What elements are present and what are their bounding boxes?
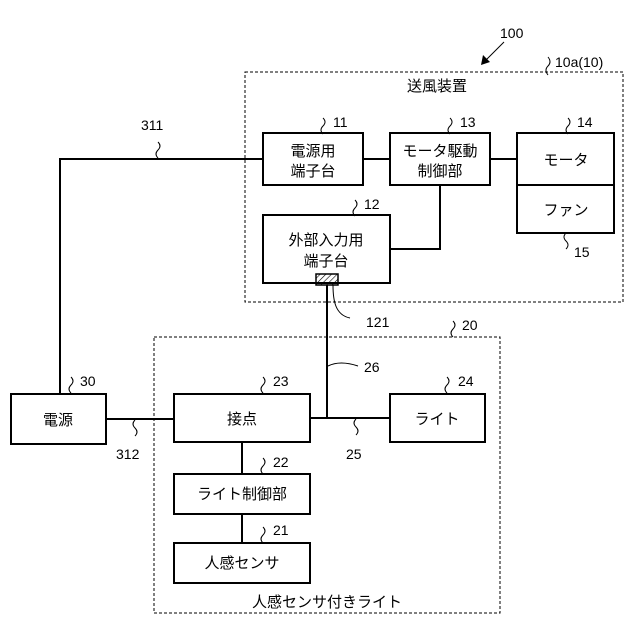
light-label: ライト: [414, 410, 459, 428]
motor-drive-label-2: 制御部: [417, 162, 462, 180]
ref-wire-312: 312: [116, 446, 140, 462]
motor-label: モータ: [543, 151, 588, 169]
external-input-label-2: 端子台: [303, 252, 348, 270]
system-arrow: [485, 42, 504, 61]
ref-contact: 23: [273, 373, 289, 389]
leader-contact: [261, 377, 265, 393]
leader-power-terminal: [321, 118, 325, 134]
external-input-terminal-block: [263, 215, 390, 283]
leader-fan: [564, 233, 568, 249]
leader-light: [445, 377, 449, 393]
ref-light: 24: [458, 373, 474, 389]
power-terminal-label-1: 電源用: [290, 142, 335, 160]
leader-sensor: [261, 527, 265, 543]
connector-121: [316, 274, 338, 285]
system-arrowhead: [481, 55, 490, 65]
leader-wire-312: [133, 420, 137, 436]
contact-label: 接点: [227, 410, 257, 428]
ref-power-supply: 30: [80, 373, 96, 389]
leader-ext-terminal: [353, 200, 357, 216]
ref-system: 100: [500, 25, 524, 41]
power-terminal-label-2: 端子台: [290, 162, 335, 180]
leader-motor: [566, 118, 570, 134]
ref-connector: 121: [366, 314, 390, 330]
light-controller-label: ライト制御部: [197, 485, 287, 503]
leader-light-controller: [261, 458, 265, 474]
ref-blower: 10a(10): [555, 54, 603, 70]
leader-wire-26: [328, 363, 358, 366]
leader-wire-311: [156, 142, 160, 158]
power-supply-label: 電源: [43, 411, 73, 429]
external-input-label-1: 外部入力用: [288, 231, 363, 249]
ref-sensor-light: 20: [462, 317, 478, 333]
sensor-light-label: 人感センサ付きライト: [252, 593, 402, 611]
ref-motor: 14: [577, 114, 593, 130]
leader-motor-driver: [448, 118, 452, 134]
ref-fan: 15: [574, 244, 590, 260]
wire-driver-to-ext-terminal: [390, 185, 440, 249]
wire-311: [60, 159, 263, 394]
motor-drive-label-1: モータ駆動: [402, 142, 477, 160]
ref-motor-driver: 13: [460, 114, 476, 130]
human-sensor-label: 人感センサ: [204, 554, 279, 572]
leader-sensor-light: [451, 321, 455, 337]
ref-wire-311: 311: [141, 117, 164, 133]
ref-wire-26: 26: [364, 359, 380, 375]
ref-light-controller: 22: [273, 454, 289, 470]
ref-power-terminal: 11: [333, 114, 348, 130]
leader-wire-25: [354, 419, 358, 435]
ref-ext-terminal: 12: [364, 196, 380, 212]
ref-wire-25: 25: [346, 446, 362, 462]
ref-sensor: 21: [273, 522, 289, 538]
blower-device-label: 送風装置: [407, 77, 467, 95]
fan-label: ファン: [543, 201, 588, 219]
leader-power-supply: [69, 377, 73, 393]
